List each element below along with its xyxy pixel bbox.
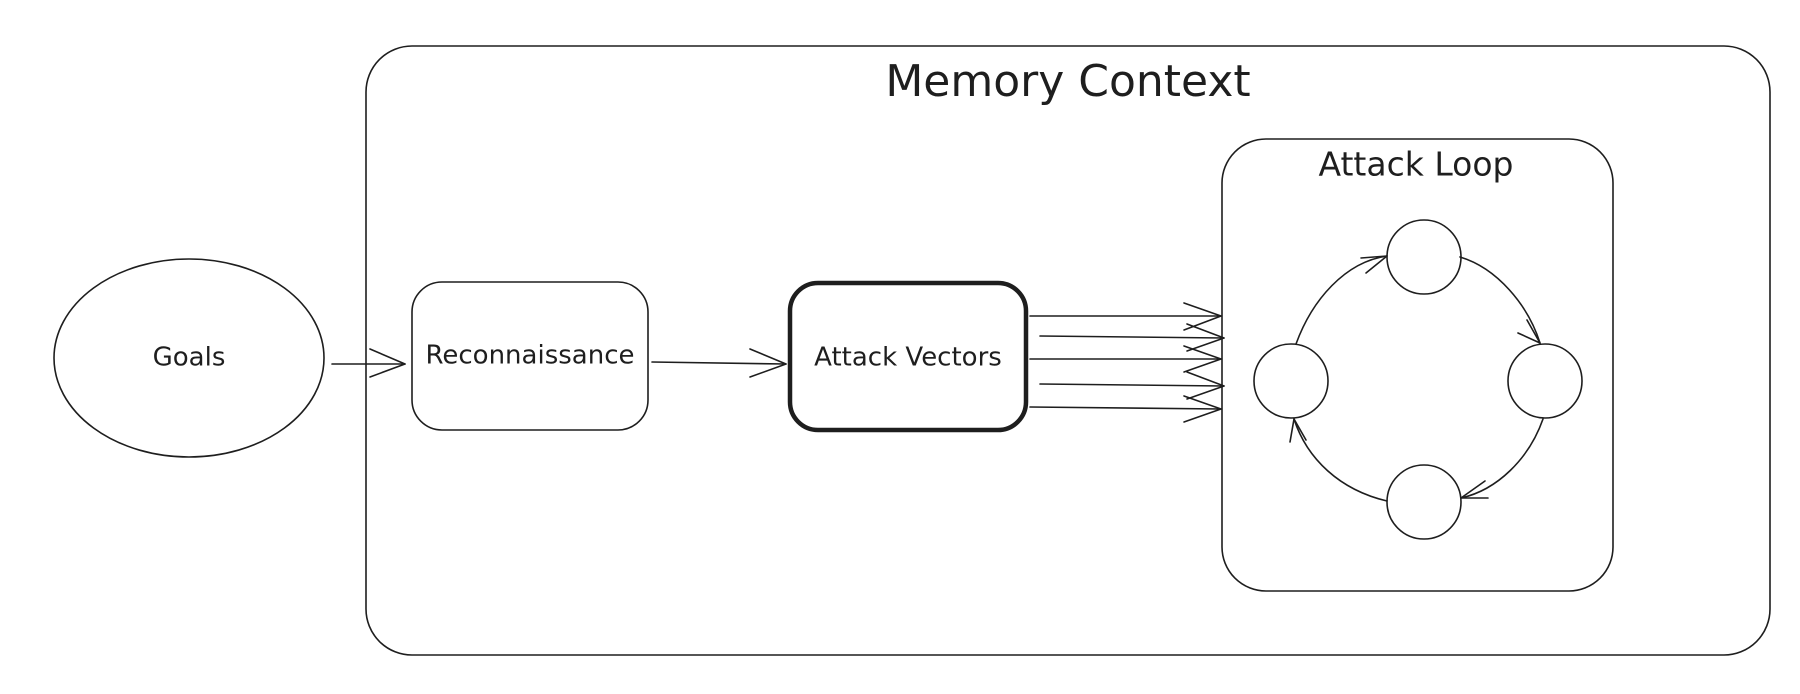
loop-node-right [1507, 343, 1583, 419]
memory-context-title: Memory Context [885, 56, 1250, 107]
arrow-goals-to-reconnaissance [331, 348, 406, 378]
loop-arrow-right-to-bottom [1460, 418, 1544, 499]
reconnaissance-node: Reconnaissance [411, 281, 649, 431]
vector-arrow-2 [1039, 323, 1225, 352]
attack-loop-title: Attack Loop [1319, 145, 1514, 184]
loop-node-bottom [1386, 464, 1462, 540]
loop-node-top [1386, 219, 1462, 295]
attack-loop-box [1221, 138, 1614, 592]
arrow-reconnaissance-to-attack-vectors [651, 348, 787, 378]
reconnaissance-box [411, 281, 649, 431]
vector-arrow-4 [1039, 371, 1225, 400]
reconnaissance-label: Reconnaissance [425, 341, 634, 371]
arrows-attack-vectors-to-attack-loop [1029, 302, 1225, 423]
loop-arrow-bottom-to-left [1289, 418, 1388, 502]
loop-arrow-top-to-right [1459, 256, 1541, 344]
attack-vectors-node: Attack Vectors [787, 280, 1029, 433]
loop-node-left [1253, 343, 1329, 419]
vector-arrow-3 [1029, 345, 1222, 373]
memory-context-box [365, 45, 1771, 656]
memory-context-container: Memory Context [365, 45, 1771, 656]
attack-vectors-box [787, 280, 1029, 433]
attack-vectors-label: Attack Vectors [814, 343, 1002, 373]
goals-ellipse [53, 258, 325, 458]
attack-loop-container: Attack Loop [1221, 138, 1614, 592]
goals-label: Goals [153, 343, 226, 373]
vector-arrow-1 [1029, 302, 1222, 331]
vector-arrow-5 [1029, 395, 1222, 423]
loop-arrow-left-to-top [1295, 255, 1388, 345]
goals-node: Goals [53, 258, 325, 458]
